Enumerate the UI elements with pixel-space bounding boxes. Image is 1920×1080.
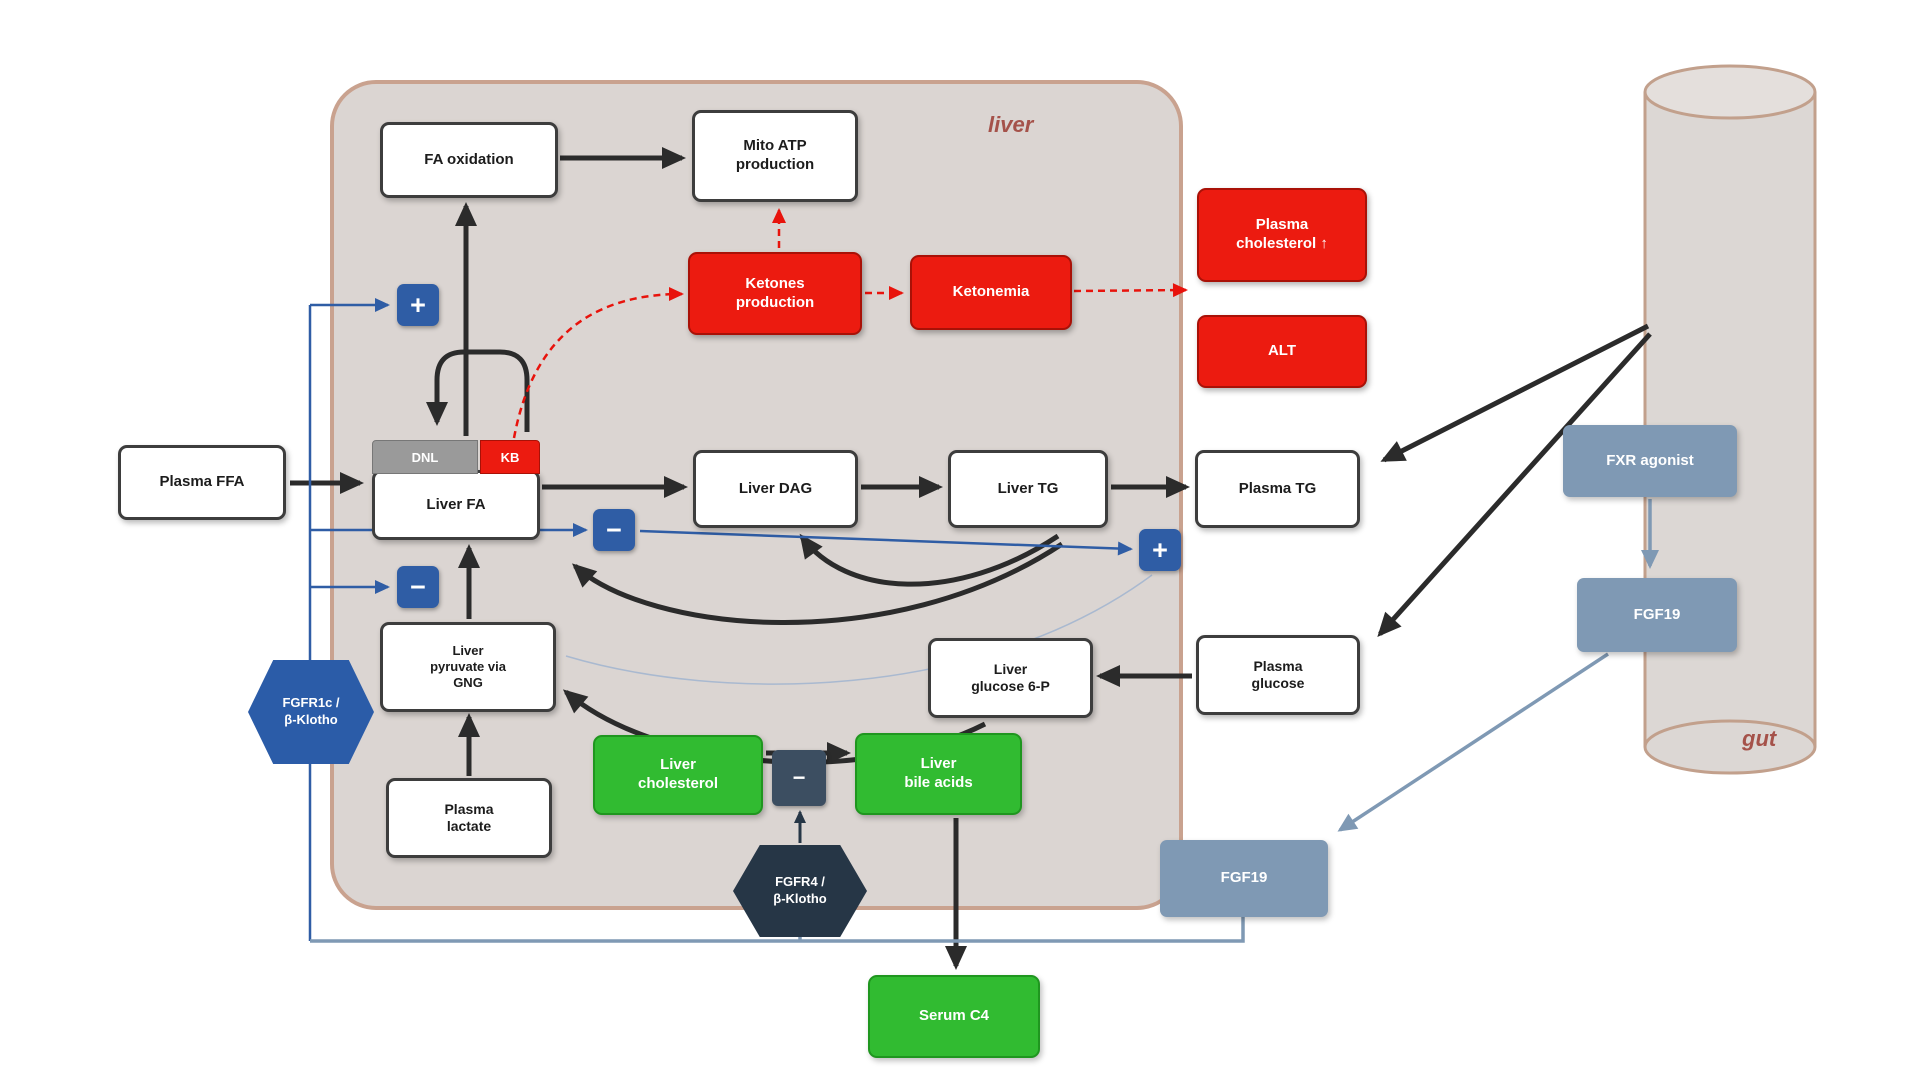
- minus-badge-cyp7a1: −: [772, 750, 826, 806]
- plus-badge-tg-secretion: +: [1139, 529, 1181, 571]
- node-liver-bile-acids: Liver bile acids: [855, 733, 1022, 815]
- minus-badge-gng: −: [397, 566, 439, 608]
- node-fgf19-gut: FGF19: [1577, 578, 1737, 652]
- node-plasma-glucose: Plasma glucose: [1196, 635, 1360, 715]
- node-liver-fa: Liver FA: [372, 470, 540, 540]
- gut-cylinder: [1643, 64, 1817, 775]
- node-liver-tg: Liver TG: [948, 450, 1108, 528]
- liver-region-label: liver: [988, 112, 1034, 137]
- node-fxr-agonist: FXR agonist: [1563, 425, 1737, 497]
- node-fgf19-liver: FGF19: [1160, 840, 1328, 917]
- node-ketones-production: Ketones production: [688, 252, 862, 335]
- plus-badge-fa-oxidation: +: [397, 284, 439, 326]
- node-plasma-tg: Plasma TG: [1195, 450, 1360, 528]
- gut-region-label: gut: [1742, 726, 1777, 751]
- black-arrows: [290, 147, 1652, 970]
- node-ketonemia: Ketonemia: [910, 255, 1072, 330]
- tag-kb: KB: [480, 440, 540, 474]
- node-mito-atp-production: Mito ATP production: [692, 110, 858, 202]
- red-dashed-arrows: [512, 208, 1188, 439]
- node-liver-dag: Liver DAG: [693, 450, 858, 528]
- steel-signal-lines: [310, 499, 1659, 943]
- node-liver-pyruvate: Liver pyruvate via GNG: [380, 622, 556, 712]
- node-liver-cholesterol: Liver cholesterol: [593, 735, 763, 815]
- minus-badge-liver-fa: −: [593, 509, 635, 551]
- node-plasma-ffa: Plasma FFA: [118, 445, 286, 520]
- tag-dnl: DNL: [372, 440, 478, 474]
- receptor-fgfr4-klotho: FGFR4 / β-Klotho: [733, 845, 867, 937]
- node-serum-c4: Serum C4: [868, 975, 1040, 1058]
- node-plasma-cholesterol: Plasma cholesterol ↑: [1197, 188, 1367, 282]
- node-plasma-lactate: Plasma lactate: [386, 778, 552, 858]
- node-fa-oxidation: FA oxidation: [380, 122, 558, 198]
- node-alt: ALT: [1197, 315, 1367, 388]
- receptor-fgfr1c-klotho: FGFR1c / β-Klotho: [248, 660, 374, 764]
- node-liver-glucose-6p: Liver glucose 6-P: [928, 638, 1093, 718]
